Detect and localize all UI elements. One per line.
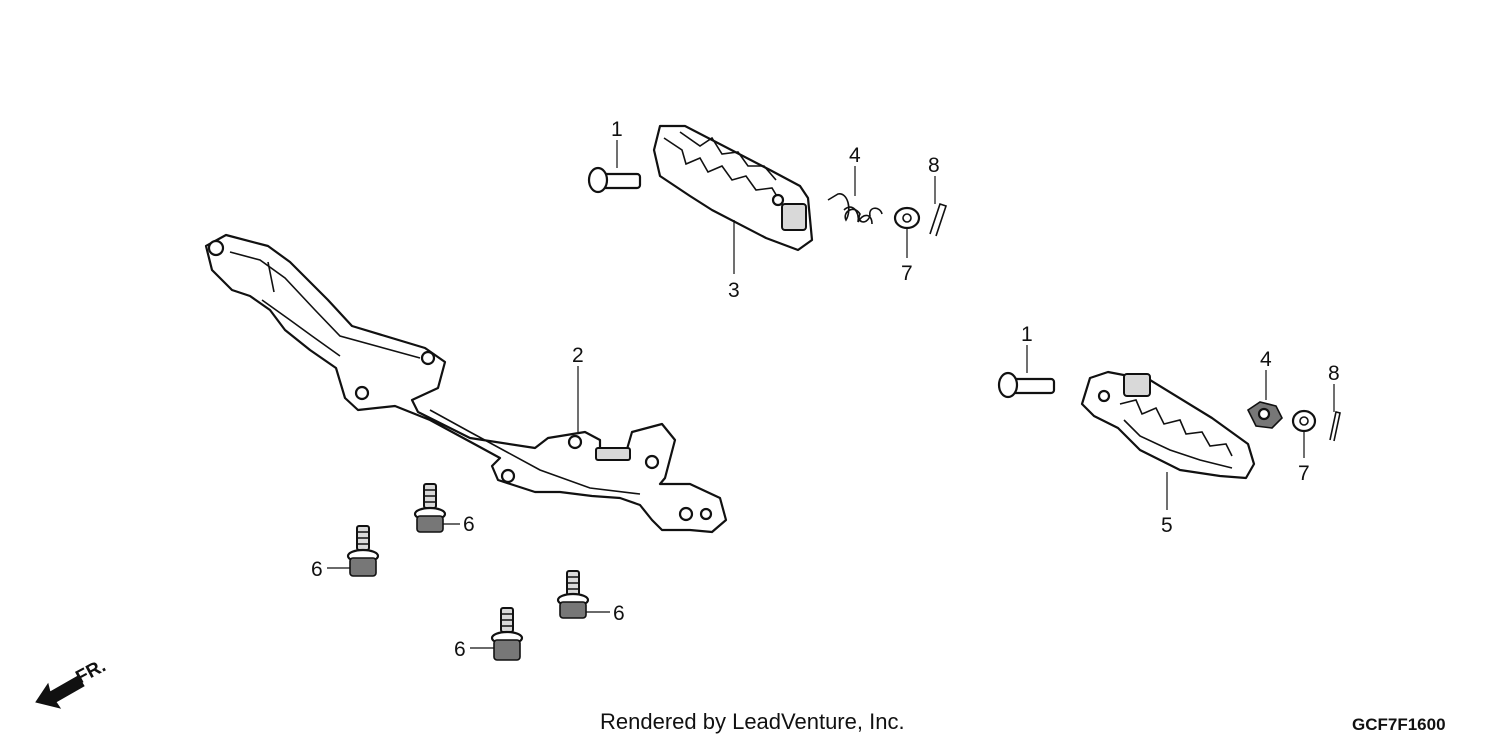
callout-labels: 1 3 4 8 7 2 1 4 8 7 5 6 6 6 6 bbox=[311, 118, 1340, 661]
render-credit: Rendered by LeadVenture, Inc. bbox=[600, 709, 905, 734]
footpeg-upper[interactable] bbox=[652, 124, 814, 252]
callout-6-a: 6 bbox=[463, 513, 475, 536]
torsion-spring-lower[interactable] bbox=[1246, 401, 1283, 429]
flange-bolt-d[interactable] bbox=[490, 607, 524, 661]
callout-7-lower: 7 bbox=[1298, 462, 1310, 485]
leader-lines bbox=[327, 140, 1335, 649]
pivot-pin-lower[interactable] bbox=[997, 371, 1056, 399]
footpeg-lower[interactable] bbox=[1080, 370, 1256, 480]
callout-6-d: 6 bbox=[454, 638, 466, 661]
callout-8-lower: 8 bbox=[1328, 362, 1340, 385]
callout-6-b: 6 bbox=[311, 558, 323, 581]
callout-1-lower: 1 bbox=[1021, 323, 1033, 346]
pivot-pin-upper[interactable] bbox=[587, 166, 642, 194]
callout-8-upper: 8 bbox=[928, 154, 940, 177]
callout-2: 2 bbox=[572, 344, 584, 367]
flange-bolt-c[interactable] bbox=[556, 570, 590, 619]
callout-3: 3 bbox=[728, 279, 740, 302]
torsion-spring-upper[interactable] bbox=[827, 193, 883, 225]
step-bar-part[interactable] bbox=[204, 233, 728, 534]
washer-lower[interactable] bbox=[1291, 409, 1317, 433]
flange-bolt-b[interactable] bbox=[346, 525, 380, 577]
callout-7-upper: 7 bbox=[901, 262, 913, 285]
callout-4-lower: 4 bbox=[1260, 348, 1272, 371]
callout-6-c: 6 bbox=[613, 602, 625, 625]
diagram-code: GCF7F1600 bbox=[1352, 715, 1446, 734]
callout-1-upper: 1 bbox=[611, 118, 623, 141]
front-direction-arrow-icon: FR. bbox=[35, 656, 109, 709]
washer-upper[interactable] bbox=[893, 206, 921, 230]
cotter-pin-upper[interactable] bbox=[929, 202, 948, 237]
callout-4-upper: 4 bbox=[849, 144, 861, 167]
cotter-pin-lower[interactable] bbox=[1329, 411, 1341, 442]
callout-5: 5 bbox=[1161, 514, 1173, 537]
flange-bolt-a[interactable] bbox=[413, 483, 447, 533]
